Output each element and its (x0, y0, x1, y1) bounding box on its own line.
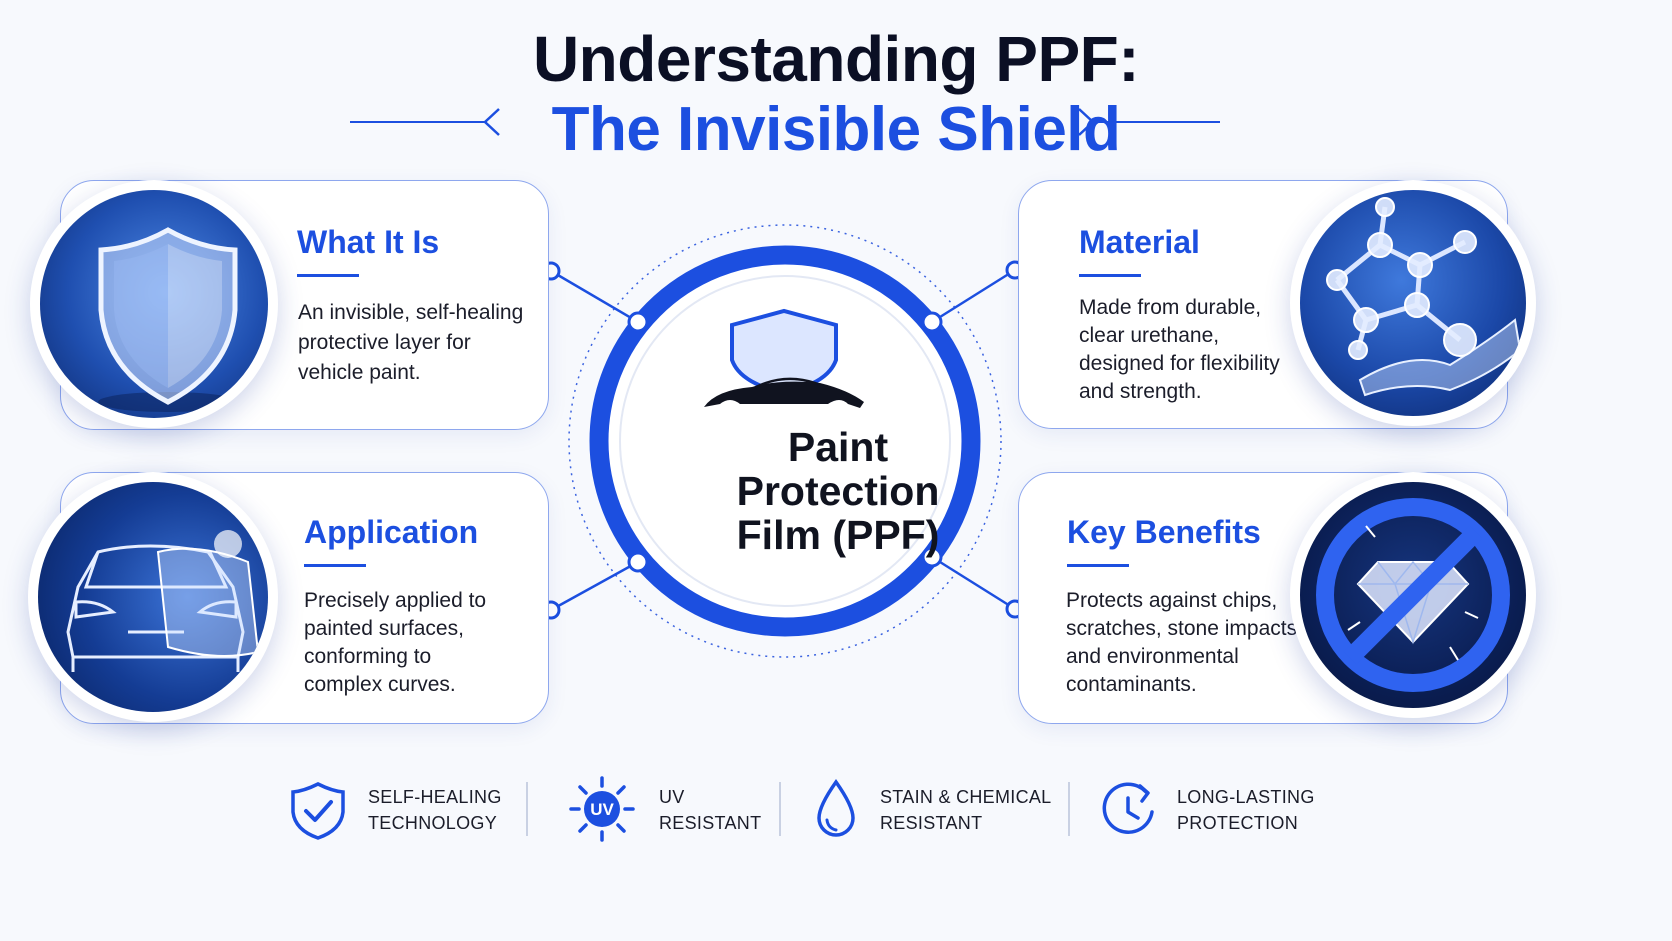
connector-what-it-is (550, 269, 639, 324)
card-body-line: vehicle paint. (298, 361, 421, 384)
outer-dotted-ring (568, 224, 1002, 658)
diamond-prohibited-icon (1316, 498, 1510, 692)
feature-label-long-lasting: LONG-LASTING PROTECTION (1177, 787, 1315, 833)
node-dot (921, 546, 943, 568)
card-body: Protects against chips, scratches, stone… (1066, 587, 1306, 699)
medallion-application (28, 472, 278, 722)
connector-material (931, 268, 1016, 324)
connector-key-benefits (931, 555, 1016, 611)
card-body-line: conforming to (304, 645, 432, 668)
medallion-what-it-is (30, 180, 278, 428)
center-ring (589, 245, 981, 637)
feature-label-self-healing: SELF-HEALING TECHNOLOGY (368, 787, 502, 833)
node-dot (921, 311, 943, 333)
feature-separator (526, 782, 528, 836)
card-title-rule (297, 274, 359, 277)
droplet-icon (817, 778, 855, 837)
card-body-line: protective layer for (298, 331, 471, 354)
card-body-line: An invisible, self-healing (298, 301, 524, 324)
card-body-line: Protects against chips, (1066, 589, 1278, 612)
card-body-line: and environmental (1066, 645, 1239, 668)
feature-separator (1068, 782, 1070, 836)
card-body-line: painted surfaces, (304, 617, 464, 640)
molecule-icon (1326, 197, 1522, 397)
uv-icon-text: UV (590, 800, 614, 819)
medallion-key-benefits (1290, 472, 1536, 718)
uv-sun-icon: UV (569, 776, 635, 842)
card-body-line: designed for flexibility (1079, 352, 1280, 375)
center-label-line: Film (PPF) (736, 512, 940, 558)
card-body: Made from durable, clear urethane, desig… (1079, 294, 1299, 406)
car-icon (66, 530, 260, 672)
card-title-rule (1079, 274, 1141, 277)
card-body-line: clear urethane, (1079, 324, 1220, 347)
card-body-line: Precisely applied to (304, 589, 487, 612)
feature-label-stain: STAIN & CHEMICAL RESISTANT (880, 787, 1052, 833)
card-title-rule (304, 564, 366, 567)
clock-icon (1102, 782, 1154, 834)
medallion-material (1290, 180, 1536, 426)
title-line-1: Understanding PPF: (532, 23, 1140, 95)
shield-check-icon (291, 782, 345, 840)
card-body-line: and strength. (1079, 380, 1202, 403)
center-label-line: Paint (787, 424, 889, 470)
title-line-2: The Invisible Shield (551, 95, 1121, 164)
feature-label-uv: UV RESISTANT (659, 787, 762, 833)
card-body-line: complex curves. (304, 673, 456, 696)
shield-icon (98, 227, 238, 412)
card-body: An invisible, self-healing protective la… (298, 298, 538, 388)
card-title: What It Is (297, 224, 440, 260)
card-title: Key Benefits (1067, 514, 1261, 550)
node-dot (627, 311, 649, 333)
connector-application (550, 560, 639, 612)
title-left-ornament (350, 108, 500, 136)
card-body-line: scratches, stone impacts, (1066, 617, 1303, 640)
feature-separator (779, 782, 781, 836)
center-label: Paint Protection Film (PPF) (693, 425, 983, 557)
card-title: Application (304, 514, 479, 550)
card-title: Material (1079, 224, 1200, 260)
card-title-rule (1067, 564, 1129, 567)
title-right-ornament (1078, 108, 1220, 136)
card-body-line: contaminants. (1066, 673, 1197, 696)
center-shield-car-icon (704, 308, 864, 408)
card-body: Precisely applied to painted surfaces, c… (304, 587, 534, 699)
node-dot (627, 551, 649, 573)
center-label-line: Protection (736, 468, 940, 514)
card-body-line: Made from durable, (1079, 296, 1262, 319)
